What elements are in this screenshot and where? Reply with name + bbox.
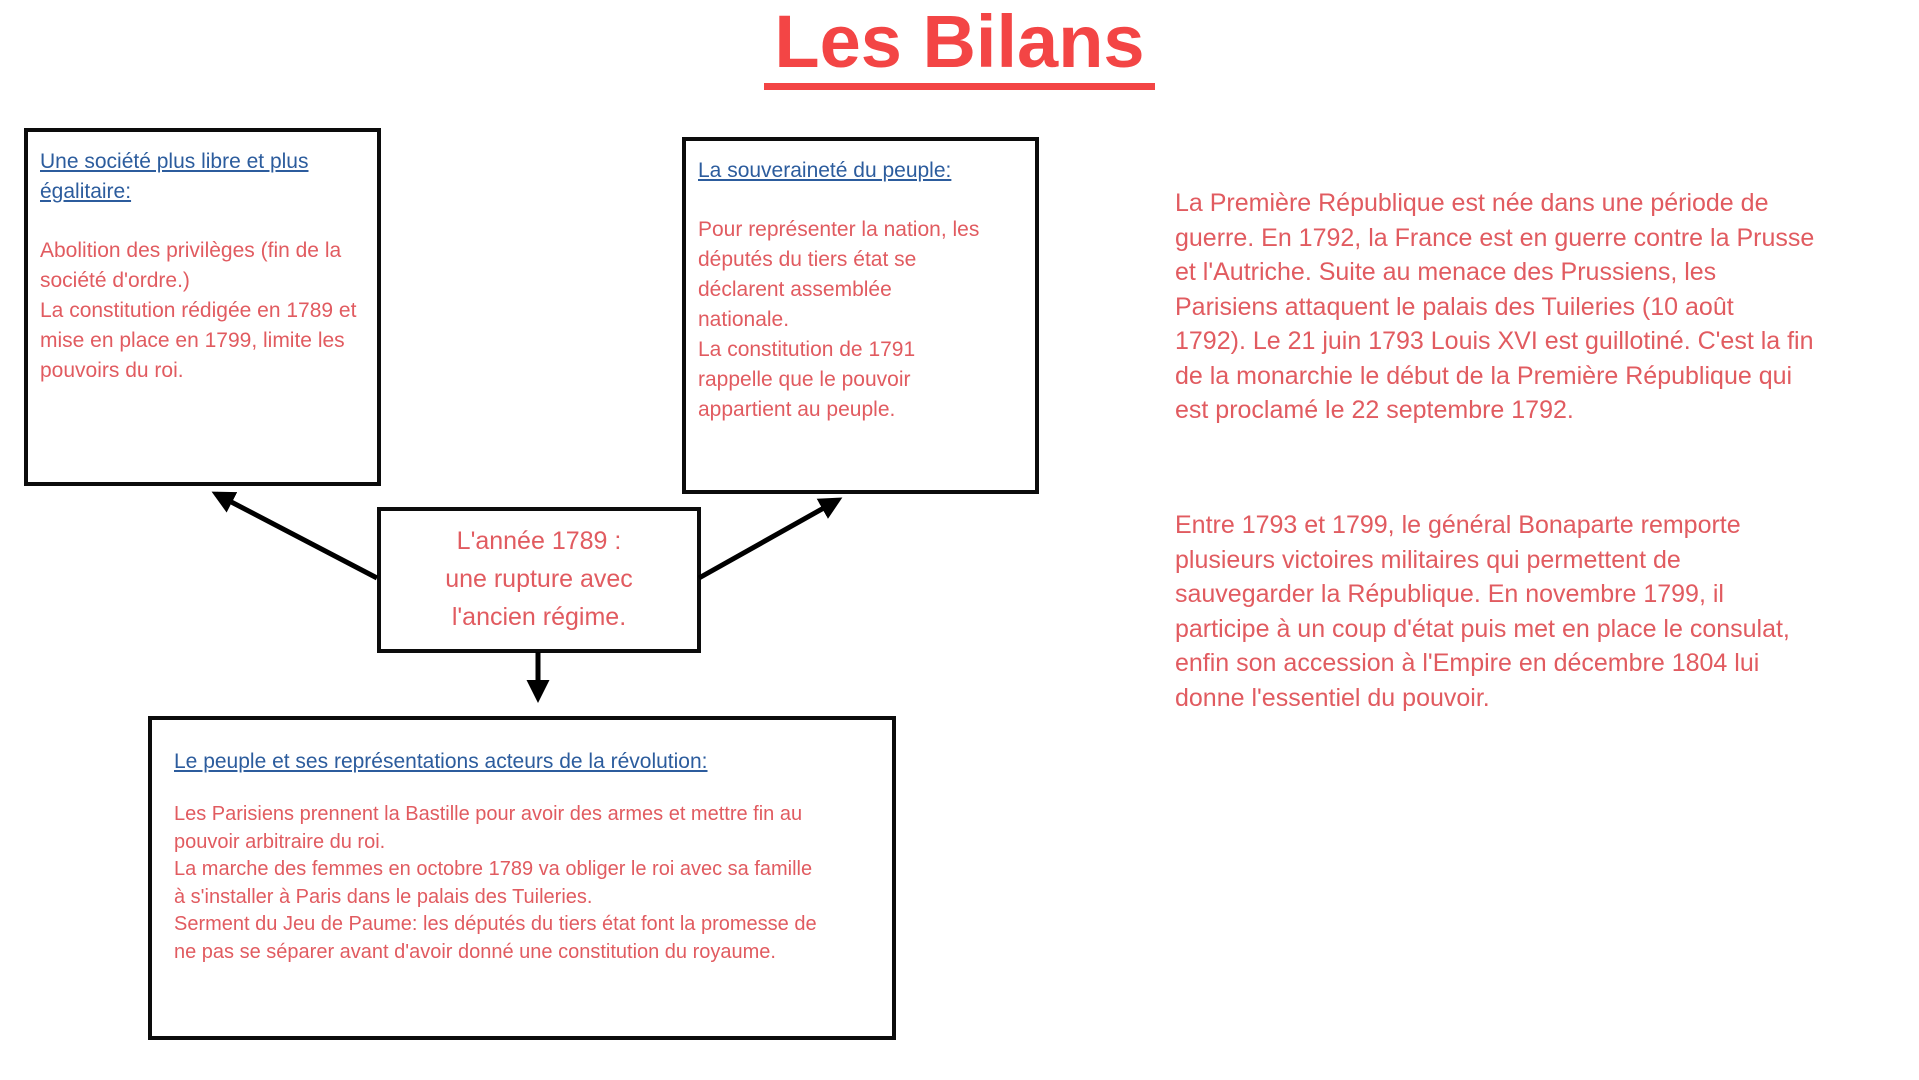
box-society-heading: Une société plus libre et plus égalitair…: [40, 150, 309, 203]
box-central-theme: L'année 1789 : une rupture avec l'ancien…: [377, 507, 701, 653]
box-people-heading: Le peuple et ses représentations acteurs…: [174, 750, 708, 773]
box-sovereignty-heading: La souveraineté du peuple:: [698, 159, 952, 182]
box-people: Le peuple et ses représentations acteurs…: [148, 716, 896, 1040]
arrow-center-to-society: [211, 491, 379, 581]
box-society-body: Abolition des privilèges (fin de la soci…: [40, 239, 357, 382]
box-sovereignty: La souveraineté du peuple: Pour représen…: [682, 137, 1039, 494]
arrow-center-to-sovereignty: [697, 497, 843, 581]
box-society: Une société plus libre et plus égalitair…: [24, 128, 381, 486]
page-title: Les Bilans: [0, 2, 1919, 90]
box-central-theme-text: L'année 1789 : une rupture avec l'ancien…: [445, 527, 633, 631]
paragraph-premiere-republique: La Première République est née dans une …: [1175, 189, 1815, 424]
page-title-text: Les Bilans: [764, 2, 1155, 90]
box-people-body: Les Parisiens prennent la Bastille pour …: [174, 803, 817, 963]
paragraph-bonaparte: Entre 1793 et 1799, le général Bonaparte…: [1175, 511, 1790, 712]
box-sovereignty-body: Pour représenter la nation, les députés …: [698, 218, 980, 421]
